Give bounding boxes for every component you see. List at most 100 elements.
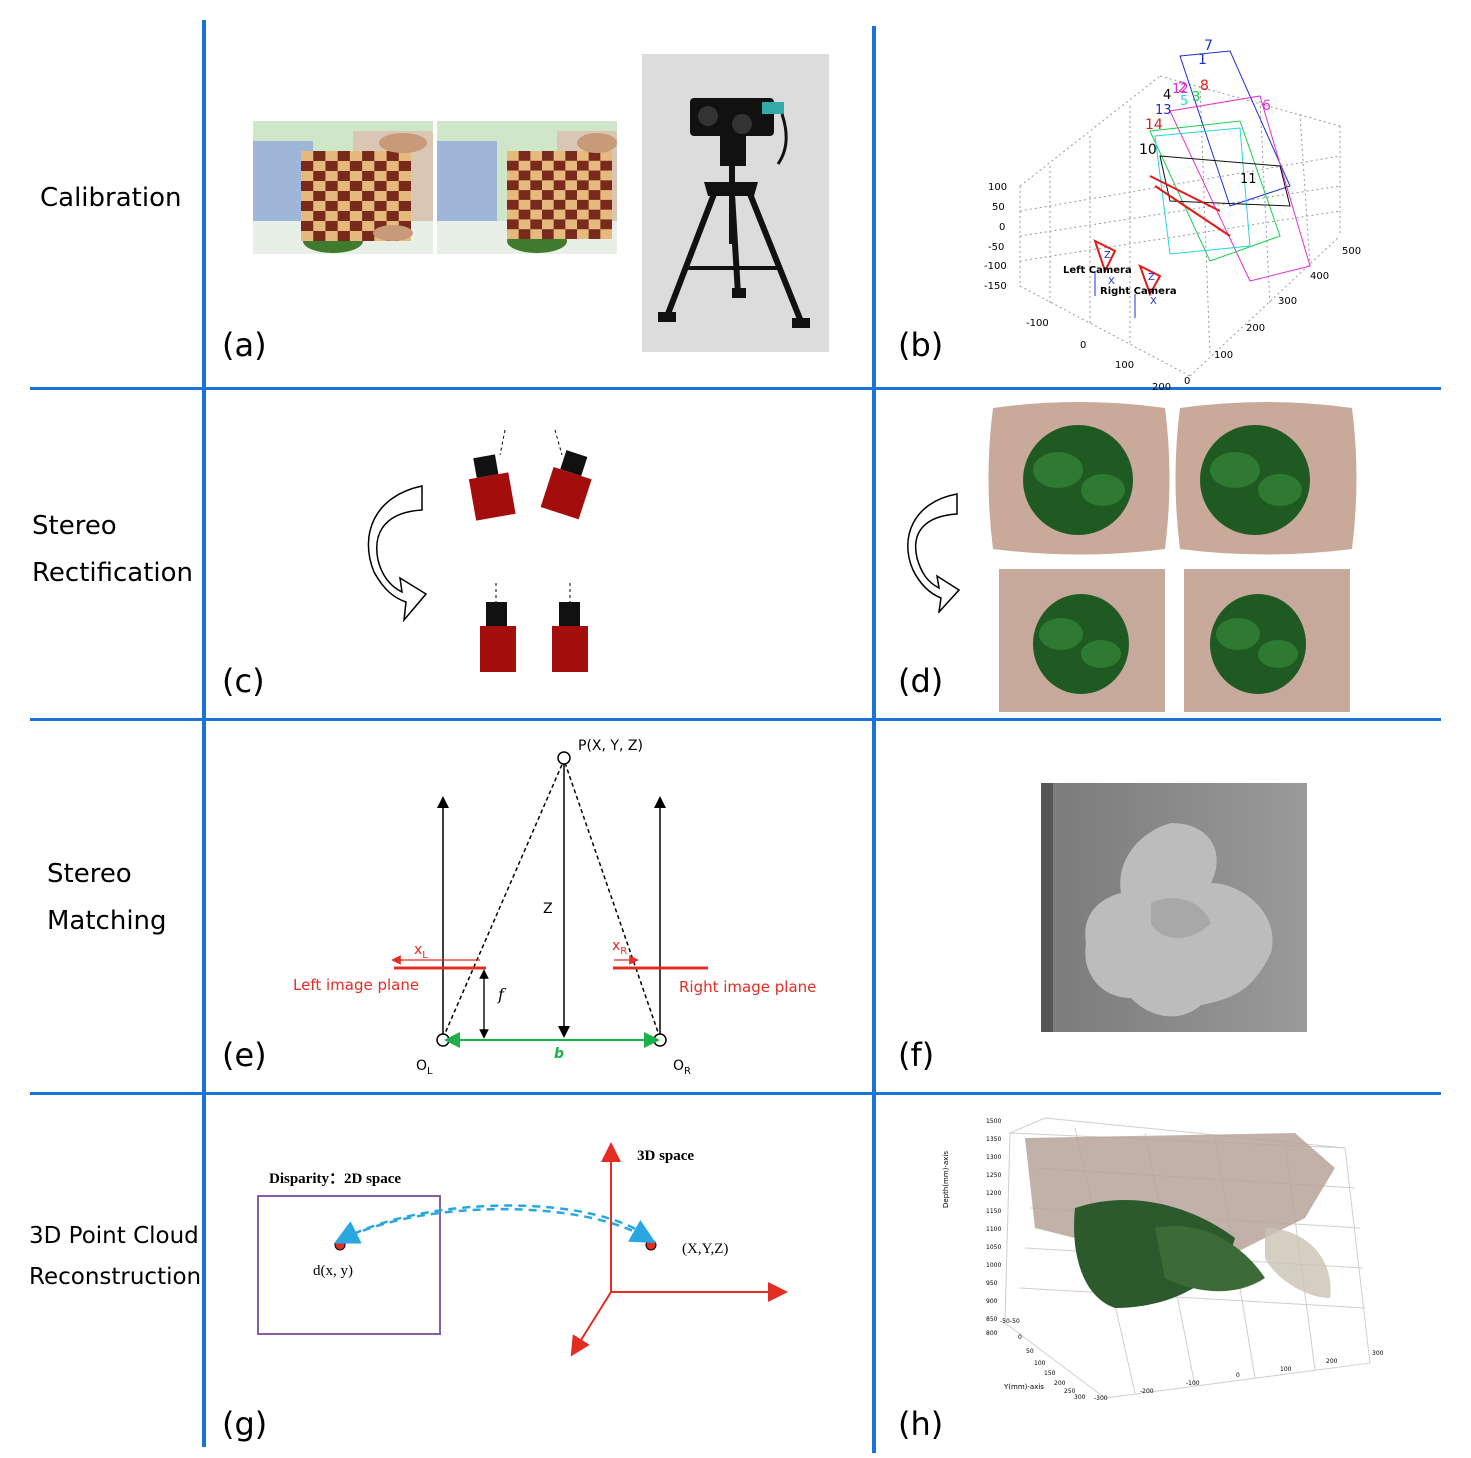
calib-board-number: 8 [1200,78,1209,94]
panel-label-e: (e) [222,1036,267,1074]
pc-y-tick: 50 [1026,1348,1034,1355]
pc-y-tick: 100 [1034,1360,1046,1367]
panel-label-c: (c) [222,662,265,700]
reconstruction-diagram [250,1140,810,1360]
pc-z-tick: 1350 [986,1136,1002,1143]
calib-z-tick: 100 [988,182,1008,193]
pc-z-tick: 850 [986,1316,998,1323]
pc-z-tick: 900 [986,1298,998,1305]
pc-x-tick: -100 [1186,1380,1200,1387]
calib-board-number: 4 [1163,88,1172,103]
row-label-stereo-matching: Stereo Matching [47,859,167,936]
pc-z-tick: 1200 [986,1190,1002,1197]
xr-label: xR [612,938,628,957]
calibration-3d-plot [980,36,1365,396]
calib-z-tick: -50 [988,242,1005,253]
space-3d-title: 3D space [637,1148,695,1164]
pc-z-tick: 800 [986,1330,998,1337]
pc-x-tick: 200 [1326,1358,1338,1365]
calib-board-number: 5 [1180,94,1189,109]
chessboard-photo-left [253,121,433,254]
pc-y-tick: -50 [1010,1318,1020,1325]
calib-board-number: 14 [1145,117,1163,133]
calib-left-camera-label: Left Camera [1063,265,1132,276]
panel-label-b: (b) [898,326,944,364]
pc-x-tick: -200 [1140,1388,1154,1395]
pc-z-tick: -50 [1000,1318,1010,1325]
calib-y-tick: 200 [1246,323,1266,334]
focal-length-label: f [498,985,504,1004]
disparity-map-image [1041,783,1307,1032]
rectified-plant-image-right [1184,569,1350,712]
calib-board-number: 7 [1204,38,1213,54]
pc-z-tick: 1100 [986,1226,1002,1233]
calib-board-number: 2 [1178,80,1187,96]
calib-y-tick: 100 [1214,350,1234,361]
calib-x-tick: -100 [1026,318,1049,329]
row-label-point-cloud: 3D Point Cloud Reconstruction [29,1223,202,1291]
pc-y-tick: 300 [1074,1394,1086,1401]
stereo-camera-tripod-photo [642,54,829,352]
pc-z-tick: 1300 [986,1154,1002,1161]
space-point-label: (X,Y,Z) [682,1241,729,1257]
calib-x-tick: 100 [1115,360,1135,371]
triangulation-diagram [280,740,840,1080]
pc-y-tick: 150 [1044,1370,1056,1377]
rectification-camera-diagram [350,420,630,690]
calib-right-camera-label: Right Camera [1100,286,1177,297]
depth-axis-label: Depth(mm)-axis [942,1151,950,1208]
right-image-plane-label: Right image plane [679,978,817,996]
grid-vertical-left [202,20,206,1447]
point-cloud-plot [975,1108,1380,1408]
panel-label-a: (a) [222,326,267,364]
calib-camera-axis-x: X [1108,276,1115,287]
calib-board-number: 11 [1240,172,1257,187]
rotation-arrow-icon [895,488,975,615]
right-origin-label: OR [673,1058,691,1077]
pc-z-tick: 1150 [986,1208,1002,1215]
chessboard-photo-right [437,121,617,254]
pc-x-tick: 0 [1236,1372,1240,1379]
point-p-label: P(X, Y, Z) [578,738,643,754]
xl-label: xL [414,942,428,961]
calib-board-number: 6 [1262,98,1271,114]
calib-y-tick: 300 [1278,296,1298,307]
grid-vertical-right [872,26,876,1453]
calib-camera-axis-z: Z [1104,250,1111,261]
disparity-2d-title: Disparity：2D space [269,1171,402,1187]
rotation-arrow-icon [354,480,444,625]
calib-z-tick: -150 [984,281,1007,292]
panel-label-g: (g) [222,1405,268,1443]
baseline-label: b [554,1046,565,1062]
pc-z-tick: 1250 [986,1172,1002,1179]
depth-z-label: Z [543,901,553,917]
pc-y-tick: 200 [1054,1380,1066,1387]
pc-z-tick: 950 [986,1280,998,1287]
calib-camera-axis-x: X [1150,296,1157,307]
grid-horizontal-1 [30,387,1441,390]
pc-x-tick: 100 [1280,1366,1292,1373]
calib-z-tick: -100 [984,261,1007,272]
calib-board-number: 1 [1198,52,1207,68]
rectified-plant-image-left [999,569,1165,712]
pc-y-tick: 0 [1018,1334,1022,1341]
row-label-calibration: Calibration [40,183,182,213]
pc-z-tick: 1000 [986,1262,1002,1269]
panel-label-f: (f) [898,1036,935,1074]
calib-board-number: 3 [1192,90,1201,105]
calib-board-number: 12 [1172,82,1189,97]
grid-horizontal-3 [30,1092,1441,1095]
y-axis-label: Y(mm)-axis [1004,1383,1044,1391]
pc-y-tick: 250 [1064,1388,1076,1395]
left-image-plane-label: Left image plane [293,976,420,994]
distorted-plant-image-left [988,400,1170,557]
left-origin-label: OL [416,1058,433,1077]
calib-y-tick: 400 [1310,271,1330,282]
disparity-point-label: d(x, y) [313,1263,353,1279]
calib-z-tick: 0 [999,222,1006,233]
pc-z-tick: 1050 [986,1244,1002,1251]
grid-horizontal-2 [30,718,1441,721]
pc-x-tick: 300 [1372,1350,1384,1357]
panel-label-d: (d) [898,662,944,700]
calib-x-tick: 200 [1152,382,1172,393]
